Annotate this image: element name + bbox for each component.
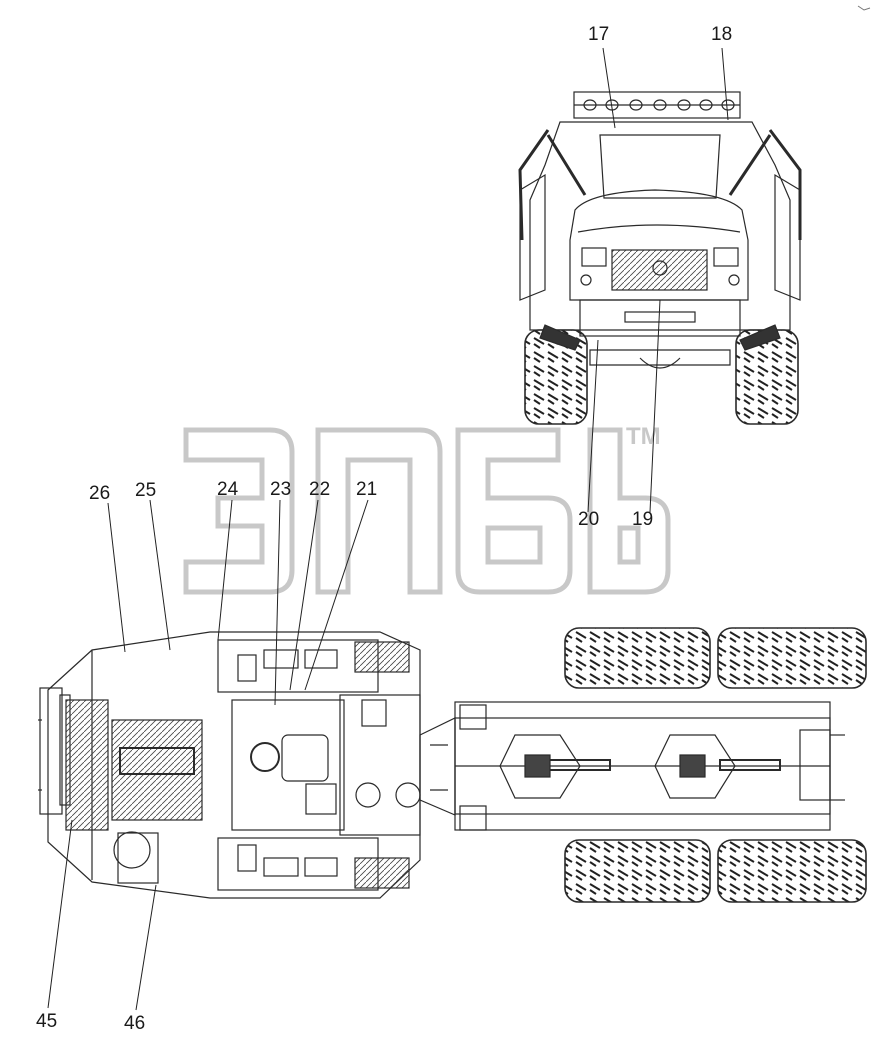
trademark-mark: TM	[626, 423, 661, 450]
callout-26: 26	[89, 483, 111, 504]
callout-20: 20	[578, 509, 600, 530]
roof-lights	[583, 99, 735, 111]
top-view	[38, 627, 867, 903]
callout-17: 17	[588, 24, 610, 45]
callout-25: 25	[135, 480, 157, 501]
callout-18: 18	[711, 24, 733, 45]
leader-lines	[47, 47, 729, 1011]
callout-19: 19	[632, 509, 654, 530]
callout-46: 46	[124, 1013, 146, 1034]
front-view	[518, 91, 802, 425]
callout-23: 23	[270, 479, 292, 500]
callout-45: 45	[36, 1011, 58, 1032]
callout-22: 22	[309, 479, 331, 500]
callout-24: 24	[217, 479, 239, 500]
callout-21: 21	[356, 479, 378, 500]
watermark-logo	[183, 427, 671, 595]
corner-mark	[857, 5, 871, 11]
